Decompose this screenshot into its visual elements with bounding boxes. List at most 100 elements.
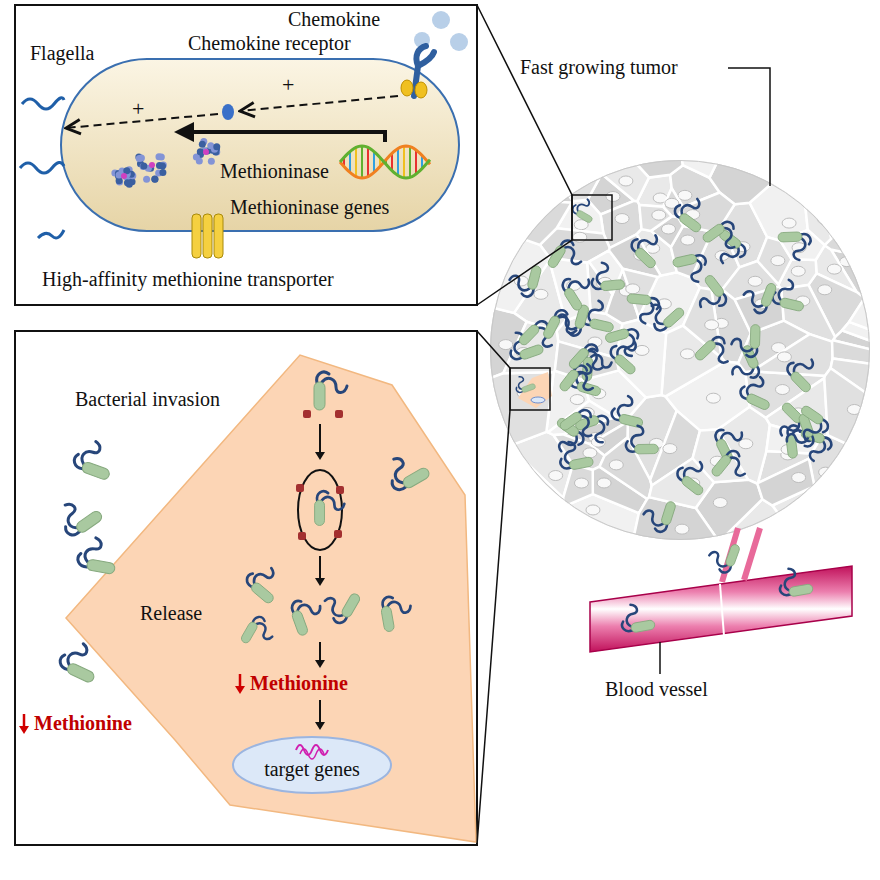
bacterium-icon xyxy=(243,560,288,605)
zoom-panel: ChemokineChemokine receptorFlagellaHigh-… xyxy=(14,4,478,306)
extravasation-gap xyxy=(722,528,760,582)
flow-arrow xyxy=(23,714,26,728)
part-label: Chemokine xyxy=(288,8,380,30)
bacterium-icon xyxy=(619,601,656,634)
flow-arrowhead xyxy=(315,722,325,730)
flow-arrow xyxy=(319,642,321,662)
receptor-subunit xyxy=(415,82,427,98)
flow-arrowhead xyxy=(315,578,325,586)
part-label: Methioninase genes xyxy=(230,196,389,218)
bacterium-icon xyxy=(731,324,760,357)
bacterium-icon xyxy=(319,582,362,626)
dna-rung xyxy=(361,146,363,178)
flow-arrowhead xyxy=(235,686,245,694)
chemokine-ball xyxy=(432,11,450,29)
bacterium-icon xyxy=(558,406,601,448)
signal-protein xyxy=(222,104,234,120)
dna-rung xyxy=(373,152,375,173)
dna-rung xyxy=(397,149,399,176)
bacterium-icon xyxy=(288,594,328,636)
bacterium-icon xyxy=(701,217,744,259)
part-label: Methioninase xyxy=(220,160,329,182)
transporter-symbol xyxy=(192,214,201,258)
bacterium-icon xyxy=(315,491,345,525)
host-receptor xyxy=(303,410,311,418)
signal-arrow xyxy=(66,114,218,128)
bacterium-icon xyxy=(710,447,752,490)
host-receptor xyxy=(298,532,306,540)
zoom-square xyxy=(510,368,550,410)
chemokine-ball xyxy=(450,33,468,51)
metabolite-label: Methionine xyxy=(250,672,348,694)
bacterium-icon xyxy=(771,277,809,312)
flagellum xyxy=(22,98,64,109)
flow-arrow xyxy=(319,556,321,580)
activation-sign: + xyxy=(132,98,144,120)
bacterium-icon xyxy=(740,276,778,316)
leader-line xyxy=(659,642,661,674)
zoom-square xyxy=(572,195,612,240)
dna-rung xyxy=(415,150,417,174)
part-label: Bacterial invasion xyxy=(75,388,220,410)
bacterium-icon xyxy=(240,614,278,654)
host-receptor xyxy=(296,484,304,492)
bacterium-icon xyxy=(610,393,648,428)
bacterium-icon xyxy=(694,333,737,376)
enzyme-blob xyxy=(136,155,143,162)
flow-arrowhead xyxy=(315,452,325,460)
host-receptor xyxy=(336,486,344,494)
activation-sign: + xyxy=(282,74,294,96)
dna-rung xyxy=(349,152,351,173)
bacterium-icon xyxy=(625,294,660,325)
enzyme-blob xyxy=(151,176,158,183)
part-label: High-affinity methionine transporter xyxy=(42,268,334,290)
dna-rung xyxy=(409,147,411,178)
enzyme-blob xyxy=(159,162,166,169)
zoom-panel: Bacterial invasionMethionineReleaseMethi… xyxy=(14,330,478,846)
part-label: Fast growing tumor xyxy=(520,56,678,78)
dna-rung xyxy=(403,146,405,178)
dna-rung xyxy=(367,147,369,176)
bacterium-icon xyxy=(314,372,347,410)
enzyme-blob xyxy=(140,163,147,170)
zoom-nucleus xyxy=(531,397,545,403)
bacterium-icon xyxy=(382,447,431,495)
enzyme-site xyxy=(149,162,155,168)
flow-arrow xyxy=(239,674,242,688)
flagellum xyxy=(38,230,64,238)
enzyme-blob xyxy=(151,176,158,183)
transporter-symbol xyxy=(203,214,212,258)
bacterium-icon xyxy=(76,535,119,574)
part-label: Chemokine receptor xyxy=(188,32,351,54)
bacterium-icon xyxy=(783,351,826,394)
bacterium-icon xyxy=(789,404,831,445)
expression-arrow xyxy=(178,132,385,142)
flagellum xyxy=(20,162,64,173)
bacterium-body: MethioninaseMethioninase genes xyxy=(60,58,460,232)
bacterium-icon xyxy=(672,252,710,286)
receptor-subunit xyxy=(401,80,413,96)
metabolite-label: Methionine xyxy=(34,712,132,734)
enzyme-site xyxy=(121,173,127,179)
dna-rung xyxy=(355,147,357,176)
enzyme-blob xyxy=(208,158,215,165)
bacterium-icon xyxy=(705,537,740,575)
bacterium-icon xyxy=(557,438,594,472)
bacterium-icon xyxy=(71,437,118,481)
signal-arrow xyxy=(240,96,398,111)
enzyme-blob xyxy=(126,181,133,188)
bacterium-icon xyxy=(57,638,105,684)
leader-line xyxy=(728,68,770,186)
bacterium-icon xyxy=(542,307,582,349)
bacterium-icon xyxy=(590,261,625,292)
enzyme-blob xyxy=(143,176,150,183)
bacterium-icon xyxy=(777,565,814,598)
bacterium-icon xyxy=(513,373,536,395)
bacterium-icon xyxy=(640,495,677,534)
flow-arrow xyxy=(319,700,321,724)
bacterium-icon xyxy=(379,593,414,632)
